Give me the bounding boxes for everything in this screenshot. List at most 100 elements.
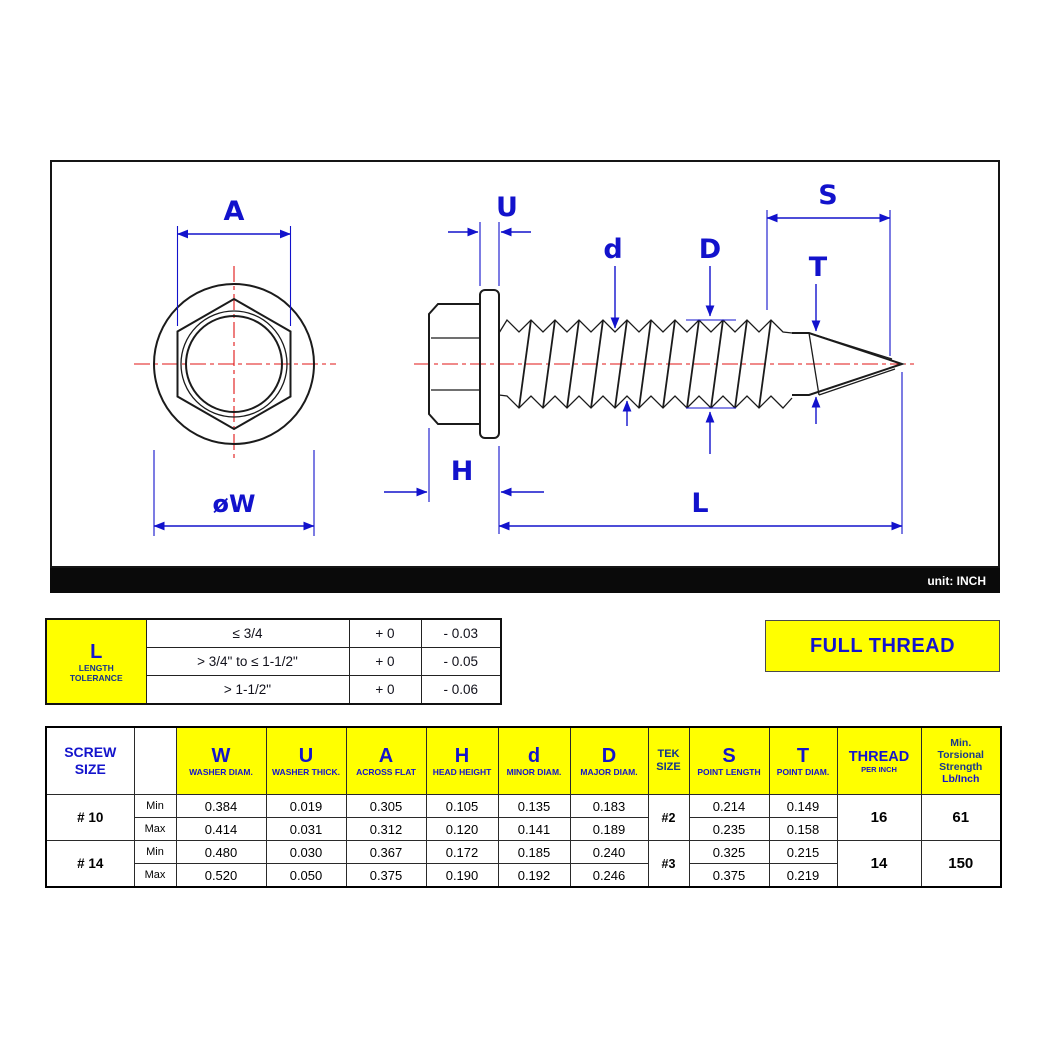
table-row: Max 0.520 0.050 0.375 0.190 0.192 0.246 …: [46, 863, 1001, 888]
value-d-major: 0.183: [569, 794, 649, 818]
label-u: U: [496, 192, 518, 223]
tolerance-range: > 3/4" to ≤ 1-1/2": [145, 647, 350, 676]
tolerance-header-cell: L LENGTH TOLERANCE: [45, 618, 147, 705]
dimension-t: T: [809, 252, 828, 424]
label-h: H: [451, 456, 474, 487]
row-label-max: Max: [133, 817, 177, 841]
value-h: 0.120: [425, 817, 499, 841]
header-d-minor: d MINOR DIAM.: [497, 726, 571, 795]
unit-label: unit: INCH: [927, 573, 986, 588]
dimension-d-minor: d: [603, 234, 632, 426]
table-row: # 10 Min 0.384 0.019 0.305 0.105 0.135 0…: [45, 794, 1002, 841]
value-d-major: 0.189: [569, 817, 649, 841]
tolerance-range: ≤ 3/4: [145, 618, 350, 648]
header-a: A ACROSS FLAT: [345, 726, 427, 795]
header-tek-size: TEK SIZE: [647, 726, 690, 795]
value-t: 0.158: [768, 817, 838, 841]
unit-bar: unit: INCH: [50, 568, 1000, 593]
value-t: 0.219: [768, 863, 838, 888]
tolerance-plus: + 0: [348, 647, 422, 676]
header-d-major: D MAJOR DIAM.: [569, 726, 649, 795]
threads: [498, 318, 793, 409]
thread-per-inch-value: 14: [836, 840, 922, 888]
header-screw-size: SCREW SIZE: [45, 726, 135, 795]
value-a: 0.305: [345, 794, 427, 818]
value-w: 0.414: [175, 817, 267, 841]
value-t: 0.149: [768, 794, 838, 818]
spec-table: SCREW SIZE W WASHER DIAM. U WASHER THICK…: [45, 726, 1002, 888]
value-u: 0.019: [265, 794, 347, 818]
value-s: 0.325: [688, 840, 770, 864]
screw-size-14: # 14: [45, 840, 135, 888]
screw-size-10: # 10: [45, 794, 135, 841]
value-a: 0.367: [345, 840, 427, 864]
value-w: 0.384: [175, 794, 267, 818]
row-label-min: Min: [133, 840, 177, 864]
row-label-min: Min: [133, 794, 177, 818]
tolerance-minus: - 0.06: [420, 675, 502, 705]
full-thread-label: FULL THREAD: [809, 634, 956, 657]
label-d-minor: d: [603, 234, 622, 265]
header-torsional: Min. Torsional Strength Lb/Inch: [920, 726, 1002, 795]
dimension-s: S: [766, 180, 891, 356]
value-d-minor: 0.135: [497, 794, 571, 818]
label-t: T: [809, 252, 828, 283]
label-a: A: [224, 196, 245, 227]
length-tolerance-table: L LENGTH TOLERANCE ≤ 3/4 + 0 - 0.03 > 3/…: [45, 618, 502, 705]
value-h: 0.105: [425, 794, 499, 818]
value-d-minor: 0.192: [497, 863, 571, 888]
table-row: # 14 Min 0.480 0.030 0.367 0.172 0.185 0…: [45, 840, 1002, 888]
value-d-minor: 0.141: [497, 817, 571, 841]
value-u: 0.050: [265, 863, 347, 888]
value-s: 0.375: [688, 863, 770, 888]
value-s: 0.214: [688, 794, 770, 818]
technical-drawing-panel: A øW: [50, 160, 1000, 568]
thread-per-inch-value: 16: [836, 794, 922, 841]
value-h: 0.190: [425, 863, 499, 888]
value-w: 0.480: [175, 840, 267, 864]
header-t: T POINT DIAM.: [768, 726, 838, 795]
value-w: 0.520: [175, 863, 267, 888]
header-h: H HEAD HEIGHT: [425, 726, 499, 795]
value-d-major: 0.240: [569, 840, 649, 864]
header-s: S POINT LENGTH: [688, 726, 770, 795]
full-thread-badge: FULL THREAD: [765, 620, 1000, 672]
value-d-minor: 0.185: [497, 840, 571, 864]
value-a: 0.375: [345, 863, 427, 888]
label-l: L: [691, 488, 708, 519]
dimension-a: A: [176, 196, 292, 326]
value-t: 0.215: [768, 840, 838, 864]
value-h: 0.172: [425, 840, 499, 864]
hex-head-outline: [176, 297, 292, 431]
label-s: S: [818, 180, 837, 211]
header-minmax: [133, 726, 177, 795]
tolerance-line2: TOLERANCE: [69, 672, 123, 683]
value-a: 0.312: [345, 817, 427, 841]
value-u: 0.031: [265, 817, 347, 841]
dimension-l: L: [498, 372, 903, 534]
header-u: U WASHER THICK.: [265, 726, 347, 795]
label-d-major: D: [699, 234, 721, 265]
tolerance-plus: + 0: [348, 675, 422, 705]
tolerance-line1: LENGTH: [78, 662, 114, 673]
tolerance-minus: - 0.05: [420, 647, 502, 676]
table-row: Max 0.414 0.031 0.312 0.120 0.141 0.189 …: [46, 817, 1001, 841]
side-view: [414, 289, 916, 439]
torsional-strength-value: 61: [920, 794, 1002, 841]
tolerance-minus: - 0.03: [420, 618, 502, 648]
washer-flange: [479, 289, 500, 439]
label-phi-w: øW: [213, 490, 256, 518]
tolerance-range: > 1-1/2": [145, 675, 350, 705]
front-view: [134, 266, 336, 460]
value-s: 0.235: [688, 817, 770, 841]
value-d-major: 0.246: [569, 863, 649, 888]
dimension-h: H: [384, 428, 544, 534]
row-label-max: Max: [133, 863, 177, 888]
screw-drawing: A øW: [134, 180, 916, 536]
tolerance-letter: L: [90, 640, 103, 663]
dimension-d-major: D: [686, 234, 736, 454]
tek-size-value: #3: [647, 840, 690, 888]
drill-point: [792, 332, 906, 396]
dimension-phi-w: øW: [153, 450, 315, 536]
